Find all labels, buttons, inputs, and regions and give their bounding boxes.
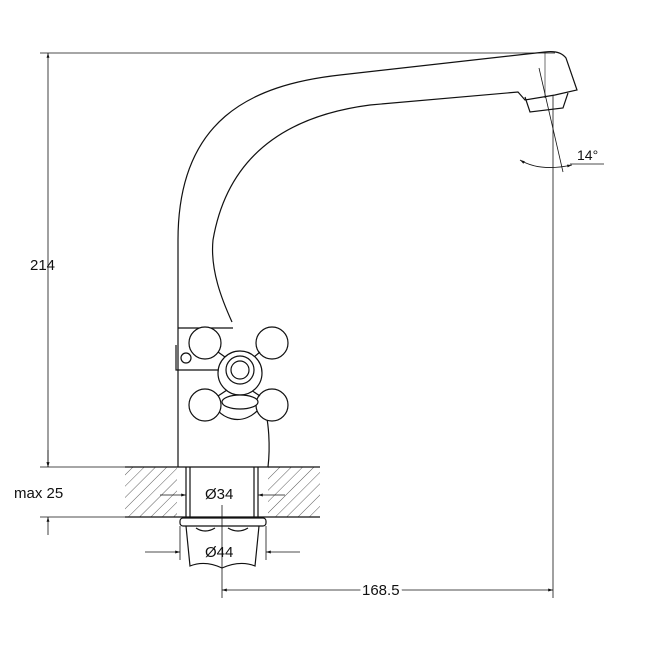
countertop bbox=[125, 466, 320, 518]
reach-dimension: 168.5 bbox=[362, 582, 400, 599]
hole-diameter: Ø34 bbox=[205, 486, 233, 503]
cross-handle bbox=[188, 326, 289, 422]
spout bbox=[177, 51, 578, 328]
nut-diameter: Ø44 bbox=[205, 544, 233, 561]
spout-angle: 14° bbox=[577, 147, 598, 163]
height-dimension: 214 bbox=[30, 257, 55, 274]
countertop-dimension: max 25 bbox=[14, 485, 63, 502]
